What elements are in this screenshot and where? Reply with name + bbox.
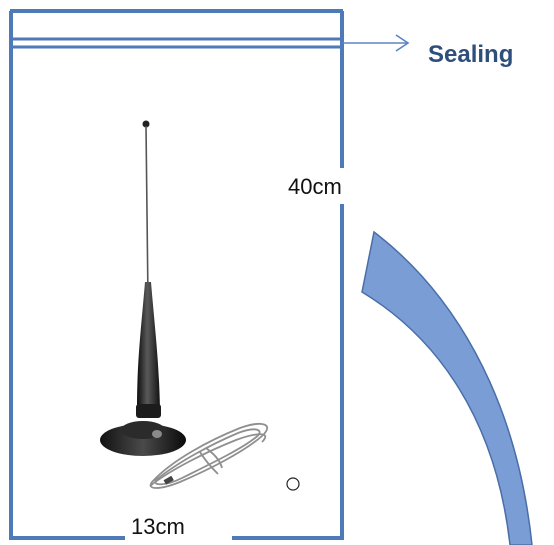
seal-arrow — [342, 34, 410, 52]
seal-strip — [11, 37, 342, 49]
bag-width-label: 13cm — [125, 514, 191, 540]
bag-height-label: 40cm — [284, 172, 346, 202]
curved-arrow-shape — [361, 230, 533, 545]
bag-outline — [9, 9, 344, 540]
hang-hole — [286, 477, 300, 491]
antenna-image — [100, 120, 269, 489]
sealing-label: Sealing — [428, 41, 514, 68]
